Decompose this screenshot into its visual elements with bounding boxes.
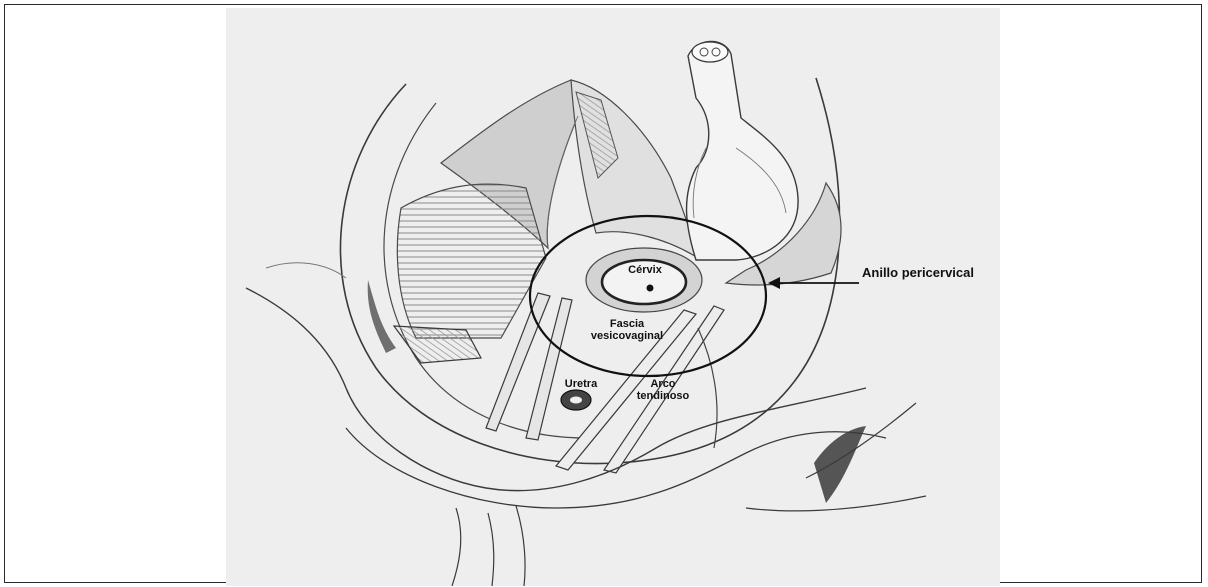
- label-arco: Arco tendinoso: [628, 378, 698, 402]
- pelvic-floor-drawing: [226, 8, 1000, 586]
- label-fascia-line2: vesicovaginal: [582, 330, 672, 342]
- label-anillo-pericervical: Anillo pericervical: [862, 267, 1002, 279]
- label-fascia-line1: Fascia: [582, 318, 672, 330]
- rectum-lumen: [692, 42, 728, 62]
- cervical-os: [647, 285, 654, 292]
- label-fascia: Fascia vesicovaginal: [582, 318, 672, 342]
- label-arco-line1: Arco: [628, 378, 698, 390]
- label-uretra: Uretra: [556, 378, 606, 390]
- label-cervix: Cérvix: [620, 264, 670, 276]
- pelvic-floor-illustration: Cérvix Fascia vesicovaginal Uretra Arco …: [226, 8, 1000, 586]
- label-arco-line2: tendinoso: [628, 390, 698, 402]
